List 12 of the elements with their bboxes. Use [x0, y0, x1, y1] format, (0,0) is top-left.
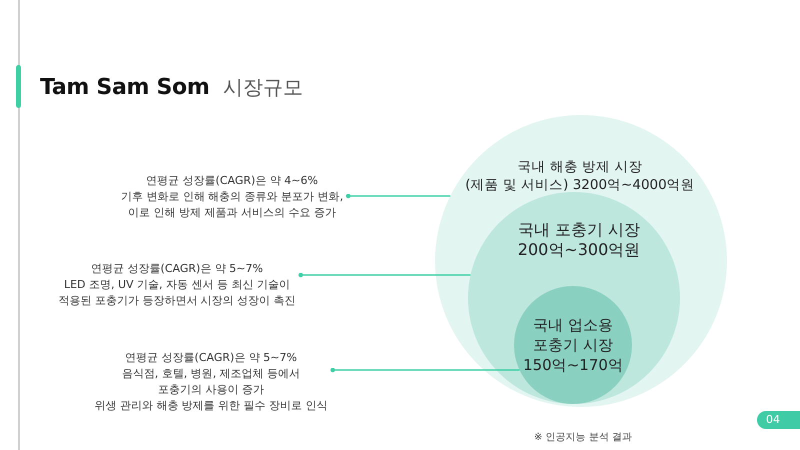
annotation-text: 연평균 성장률(CAGR)은 약 4~6% 기후 변화로 인해 해충의 종류와 분포가 변화, 이로 인해 방제 제품과 서비스의 수요 증가 — [120, 173, 344, 221]
page-number: 04 — [757, 411, 800, 429]
footnote: ※ 인공지능 분석 결과 — [534, 431, 632, 444]
leader-line — [298, 272, 471, 278]
annotation-text: 연평균 성장률(CAGR)은 약 5~7% LED 조명, UV 기술, 자동 센서 등 최신 기술이 적용된 포충기가 등장하면서 시장의 성장이 촉진 — [58, 261, 296, 309]
circle-label: 국내 포충기 시장 200억~300억원 — [518, 220, 640, 260]
circle-label: 국내 해충 방제 시장 (제품 및 서비스) 3200억~4000억원 — [465, 158, 695, 194]
leader-line — [330, 368, 520, 372]
slide-title: Tam Sam Som 시장규모 — [40, 74, 303, 101]
circle-label: 국내 업소용 포충기 시장 150억~170억 — [523, 315, 623, 375]
annotation-text: 연평균 성장률(CAGR)은 약 5~7% 음식점, 호텔, 병원, 제조업체 등에서 포충기의 사용이 증가 위생 관리와 해충 방제를 위한 필수 장비로 인식 — [94, 350, 328, 414]
leader-line — [346, 194, 450, 198]
